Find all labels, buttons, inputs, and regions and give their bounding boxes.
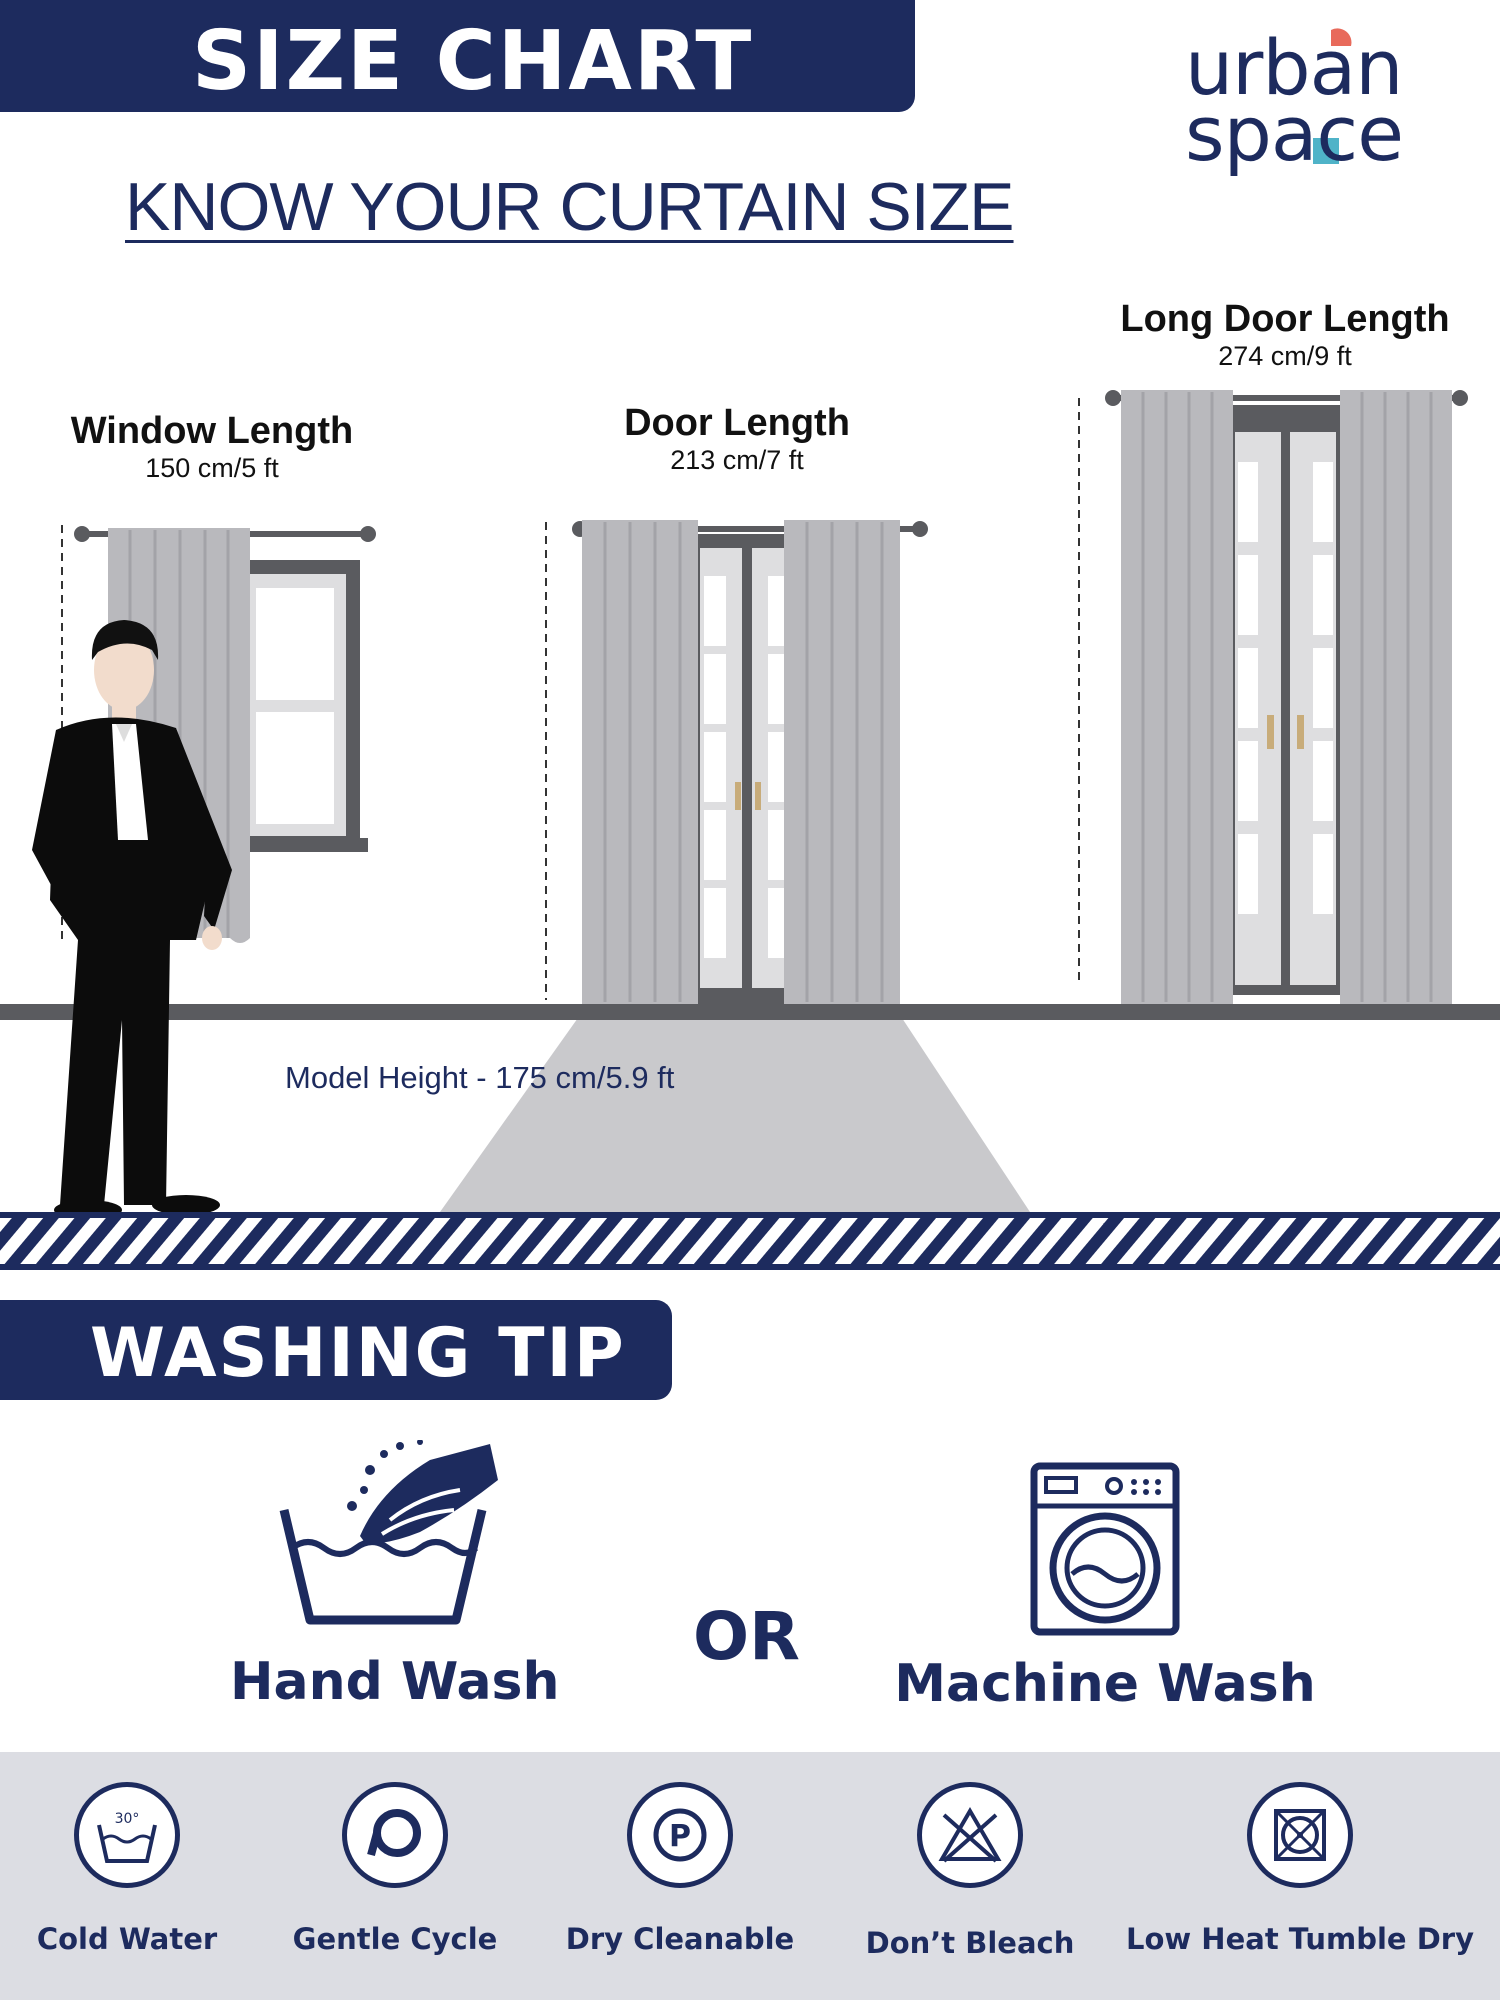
long-door-length-label: Long Door Length 274 cm/9 ft: [1110, 298, 1460, 372]
washing-tip-title: WASHING TIP: [90, 1314, 626, 1393]
long-door-illustration: [1105, 390, 1468, 1004]
cold-water-temp: 30°: [115, 1811, 140, 1827]
logo-line-urban: urban: [1185, 23, 1403, 112]
window-length-title: Window Length: [70, 410, 354, 452]
care-item-dry-cleanable: P Dry Cleanable: [535, 1782, 825, 1956]
logo-line-space: space: [1185, 89, 1404, 178]
model-height-text: Model Height - 175 cm/5.9 ft: [285, 1060, 675, 1095]
size-chart-banner: SIZE CHART: [0, 0, 915, 112]
washing-tip-banner: WASHING TIP: [0, 1300, 672, 1400]
curtain-size-illustration: [0, 390, 1500, 1270]
machine-wash-label: Machine Wash: [894, 1654, 1316, 1714]
door-length-value: 213 cm/7 ft: [670, 445, 804, 475]
dont-bleach-label: Don’t Bleach: [865, 1926, 1075, 1960]
care-item-dont-bleach: Don’t Bleach: [825, 1782, 1115, 1960]
door-length-label: Door Length 213 cm/7 ft: [587, 402, 887, 476]
floor-line: [0, 1004, 1500, 1020]
care-item-cold-water: 30° Cold Water: [0, 1782, 272, 1956]
dry-clean-symbol: P: [669, 1819, 691, 1854]
cold-water-label: Cold Water: [36, 1922, 218, 1956]
page-subtitle: KNOW YOUR CURTAIN SIZE: [125, 169, 1015, 245]
long-door-length-value: 274 cm/9 ft: [1218, 341, 1352, 371]
logo-accent-blue-shape: [1313, 138, 1339, 164]
low-heat-tumble-dry-icon: [1274, 1809, 1326, 1861]
brand-logo: urban space: [1185, 23, 1435, 180]
hand-wash-icon: [279, 1440, 498, 1625]
model-person-illustration: [32, 620, 232, 1220]
washing-machine-icon: [1030, 1462, 1180, 1636]
care-item-low-heat-tumble-dry: Low Heat Tumble Dry: [1120, 1782, 1480, 1956]
size-chart-title: SIZE CHART: [192, 14, 754, 109]
window-length-value: 150 cm/5 ft: [145, 453, 279, 483]
cold-water-30-icon: 30°: [97, 1811, 157, 1863]
hand-wash-label: Hand Wash: [230, 1652, 560, 1712]
gentle-cycle-label: Gentle Cycle: [292, 1922, 498, 1956]
dry-cleanable-label: Dry Cleanable: [565, 1922, 795, 1956]
door-length-title: Door Length: [624, 402, 850, 444]
window-length-label: Window Length 150 cm/5 ft: [62, 410, 362, 484]
or-divider-text: OR: [693, 1598, 800, 1675]
striped-band: [0, 1218, 1500, 1264]
long-door-length-title: Long Door Length: [1120, 298, 1450, 340]
door-illustration: [572, 520, 928, 1004]
care-item-gentle-cycle: Gentle Cycle: [250, 1782, 540, 1956]
low-heat-tumble-dry-label: Low Heat Tumble Dry: [1126, 1922, 1474, 1956]
dry-clean-p-icon: P: [653, 1808, 707, 1862]
floor-shadow: [440, 1015, 1030, 1212]
no-bleach-icon: [938, 1807, 1002, 1863]
gentle-cycle-icon: [367, 1809, 421, 1857]
care-instructions-bar: 30° Cold Water Gentle Cycle P Dry Cleana…: [0, 1752, 1500, 2000]
logo-accent-red-shape: [1331, 28, 1352, 46]
